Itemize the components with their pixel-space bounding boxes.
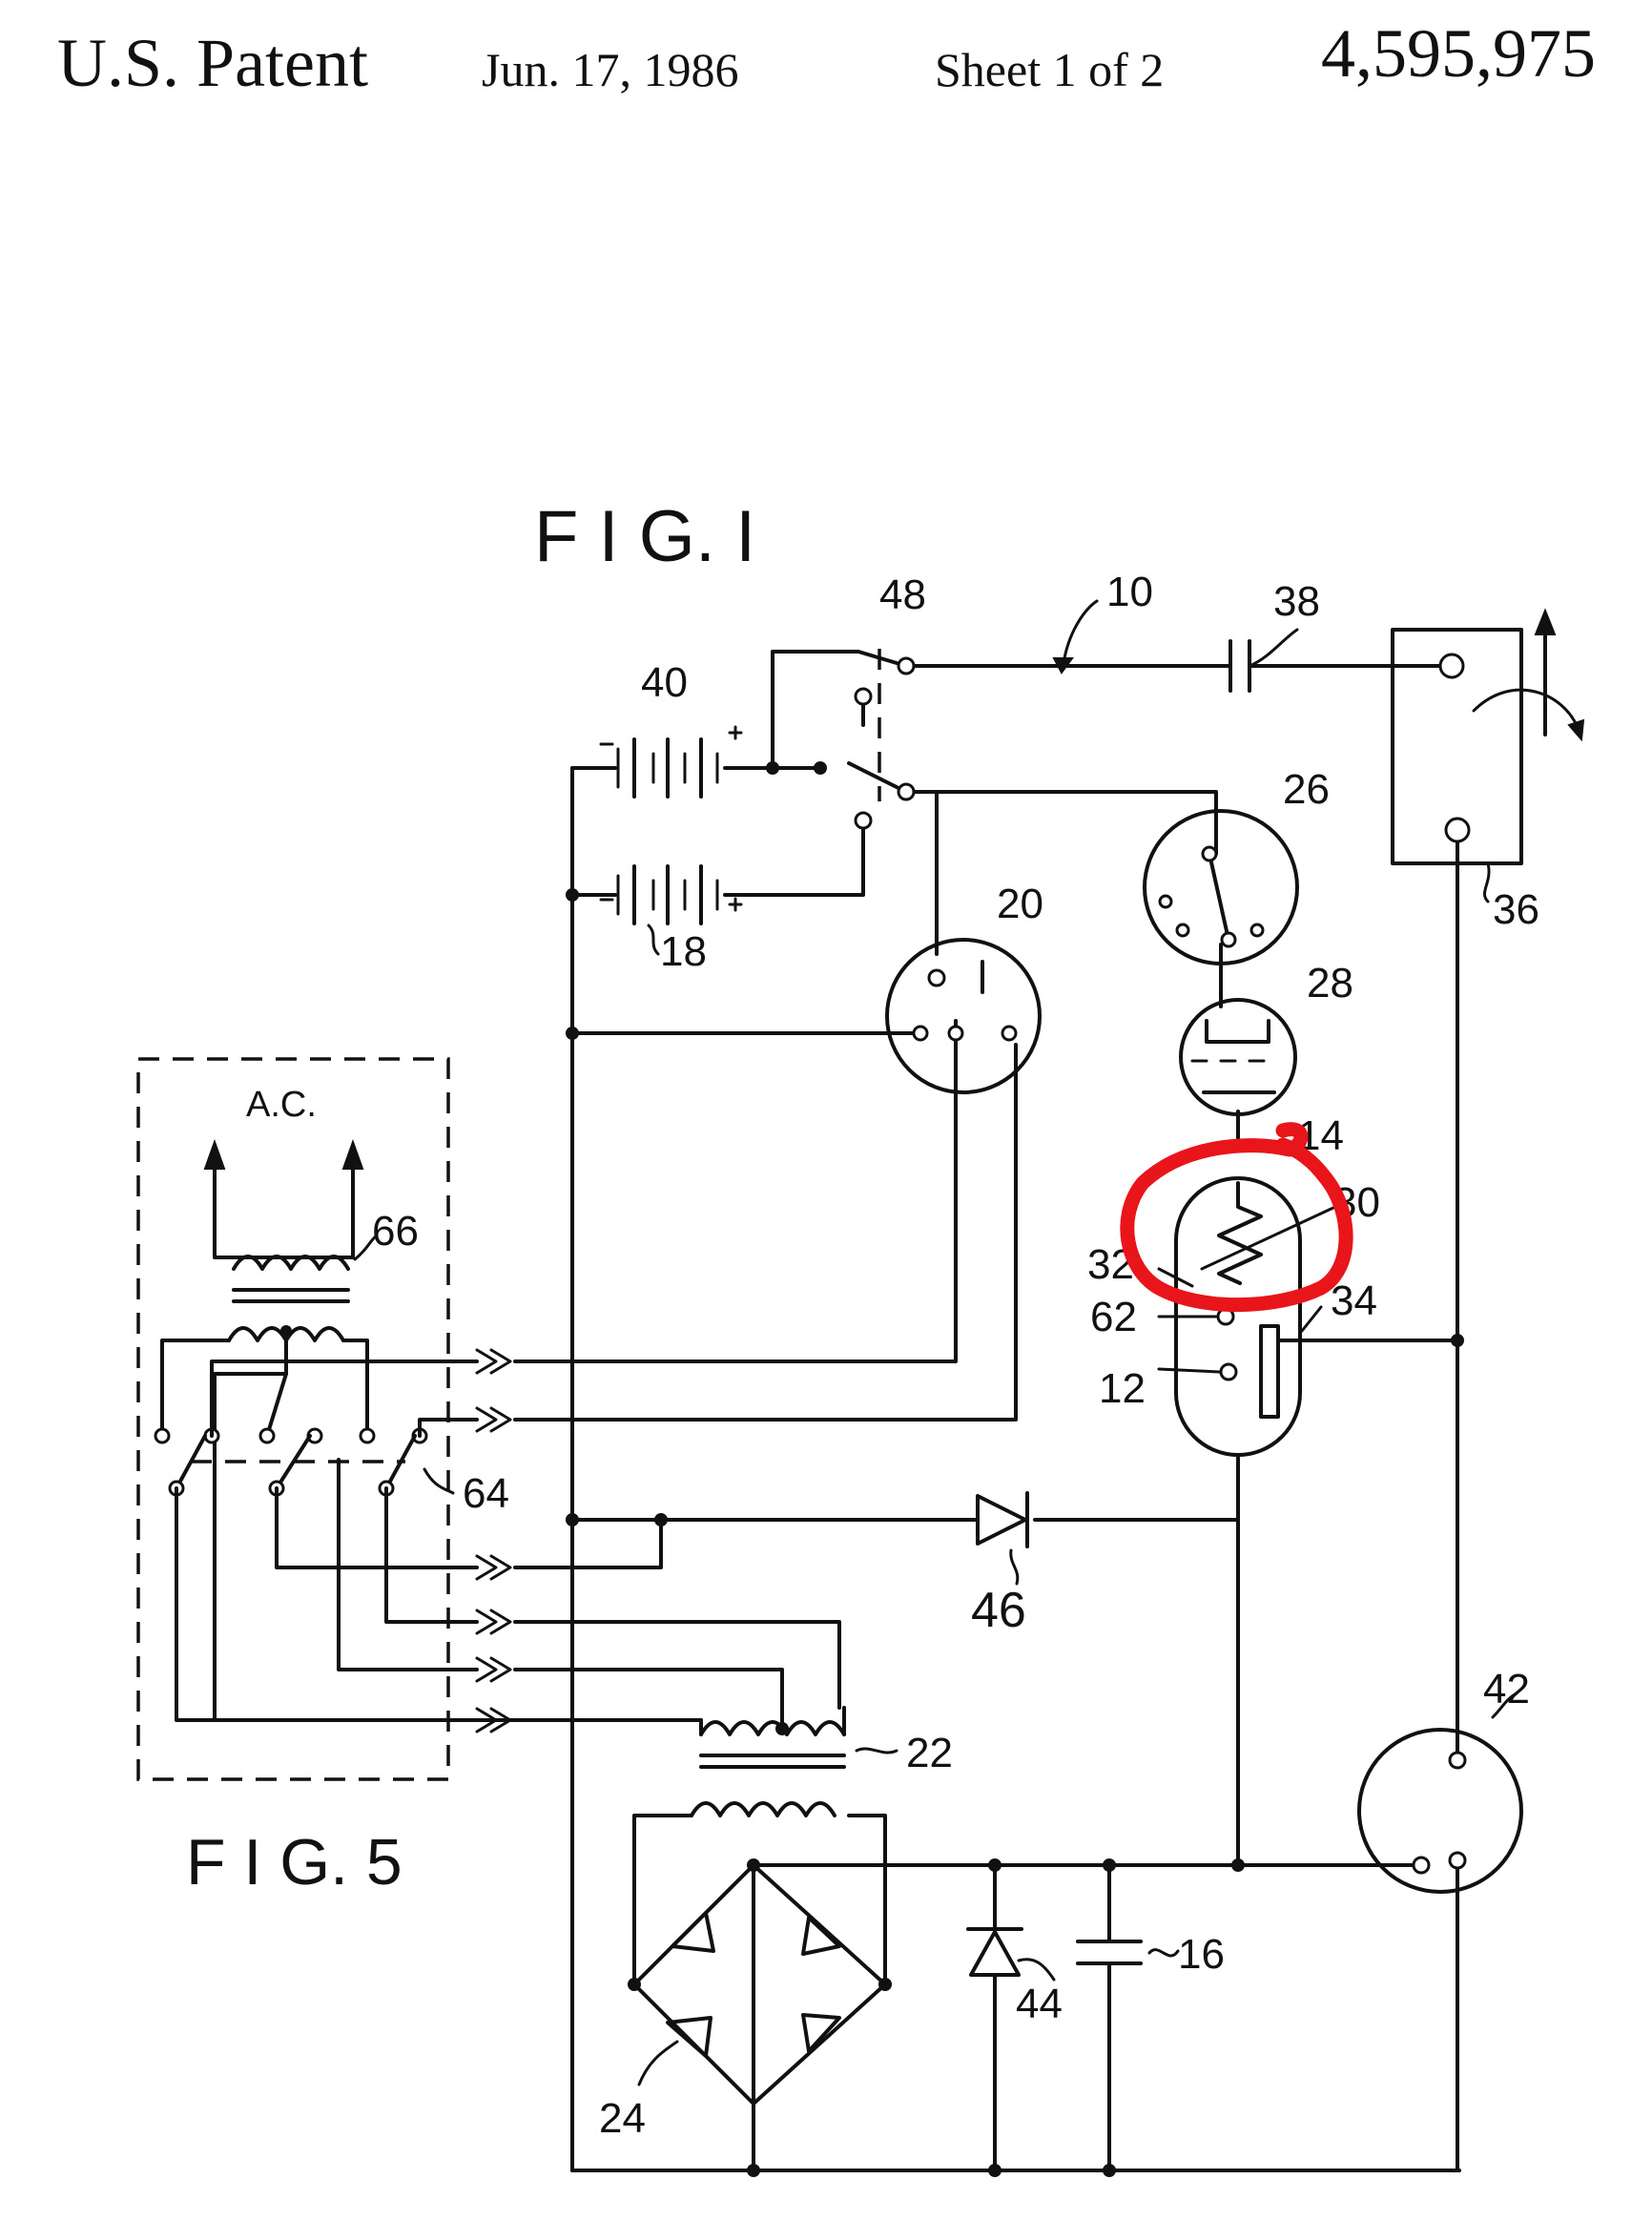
lamp-42	[1357, 1692, 1523, 1894]
label-38: 38	[1273, 578, 1320, 625]
tube-12	[1157, 1176, 1337, 1457]
reference-numerals: 48 10 38 40 26 36 18 20 28 14 30 32 34 6…	[246, 569, 1539, 2142]
label-12: 12	[1099, 1365, 1146, 1412]
relay-20	[885, 938, 1042, 1094]
bulb-26	[1143, 809, 1299, 965]
label-24: 24	[599, 2095, 646, 2142]
label-34: 34	[1331, 1277, 1377, 1324]
label-26: 26	[1283, 766, 1330, 813]
battery-40	[599, 725, 743, 799]
label-40: 40	[641, 659, 688, 706]
label-66: 66	[372, 1208, 419, 1255]
label-18: 18	[660, 928, 707, 975]
label-42: 42	[1483, 1666, 1530, 1712]
label-22: 22	[906, 1730, 953, 1776]
label-64: 64	[463, 1470, 509, 1517]
sheet-number: Sheet 1 of 2	[935, 43, 1164, 96]
circuit-wiring	[513, 650, 1461, 2172]
transformer-22	[690, 1706, 898, 1817]
patent-number: 4,595,975	[1321, 15, 1596, 92]
label-44: 44	[1016, 1981, 1063, 2027]
patent-date: Jun. 17, 1986	[482, 43, 738, 96]
label-20: 20	[997, 881, 1043, 927]
label-48: 48	[879, 571, 926, 618]
switch-48	[847, 649, 916, 830]
label-16: 16	[1178, 1931, 1225, 1978]
patent-title: U.S. Patent	[57, 25, 368, 101]
label-62: 62	[1090, 1294, 1137, 1340]
label-ac: A.C.	[246, 1085, 317, 1125]
fig5-ac-assembly	[136, 1057, 517, 1781]
pointer-40-leader	[647, 924, 660, 956]
capacitor-16	[1076, 1940, 1180, 1965]
pointer-10-arrow	[1062, 599, 1099, 665]
label-46: 46	[971, 1583, 1026, 1638]
motor-36	[1391, 608, 1585, 903]
pointer-10-arrowhead	[1052, 657, 1074, 675]
diode-46	[976, 1491, 1029, 1586]
battery-18	[599, 864, 743, 925]
diode-44	[966, 1927, 1056, 1982]
junction-dots	[566, 761, 1464, 2177]
tube-28	[1179, 998, 1297, 1116]
label-10: 10	[1106, 569, 1153, 615]
fig1-title: F I G. I	[534, 496, 755, 577]
capacitor-38	[1229, 628, 1299, 693]
label-28: 28	[1307, 960, 1353, 1007]
bridge-rectifier-24	[628, 1863, 892, 2106]
fig5-title: F I G. 5	[186, 1826, 403, 1899]
label-36: 36	[1493, 886, 1539, 933]
red-highlight-circle	[1120, 1122, 1353, 1313]
